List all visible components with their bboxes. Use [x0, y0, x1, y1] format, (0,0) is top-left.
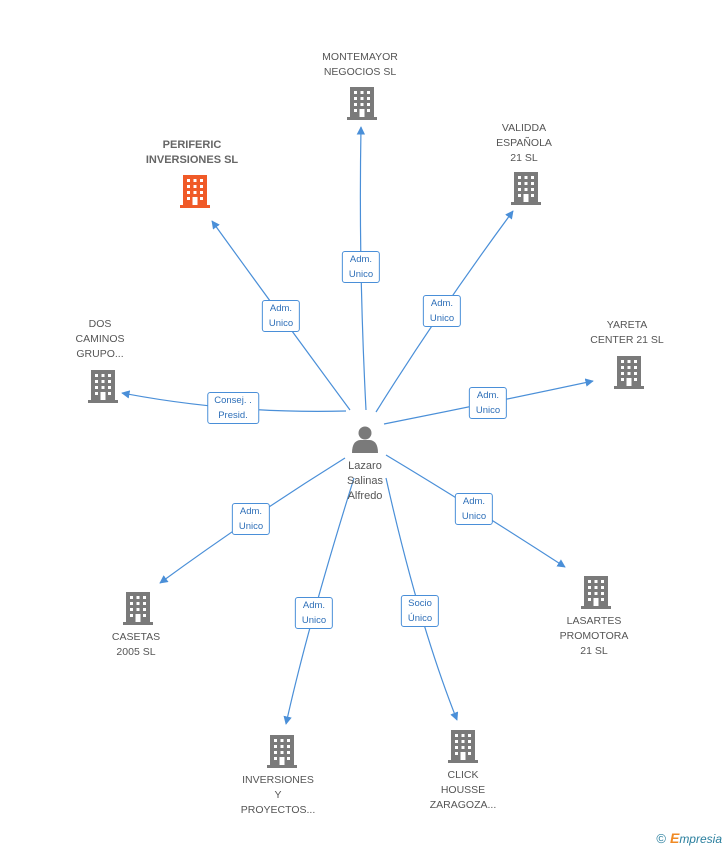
node-label-click[interactable]: CLICK HOUSSE ZARAGOZA...: [430, 768, 497, 813]
edge-label-line: Consej. .: [214, 395, 252, 406]
building-icon-dos-caminos[interactable]: [88, 370, 118, 403]
node-label-dos-caminos[interactable]: DOS CAMINOS GRUPO...: [75, 317, 124, 362]
node-label-line: YARETA: [606, 319, 648, 331]
node-label-inversiones[interactable]: INVERSIONES Y PROYECTOS...: [241, 773, 316, 818]
node-label-line: CASETAS: [111, 631, 161, 643]
node-label-lasartes[interactable]: LASARTES PROMOTORA 21 SL: [560, 614, 629, 659]
edge-label-validda: Adm. Unico: [422, 295, 462, 327]
edges-layer: [121, 126, 594, 725]
edge-label-line: Unico: [429, 313, 455, 324]
edge-label-line: Adm.: [239, 506, 263, 517]
node-label-line: 21 SL: [580, 645, 608, 657]
building-icon-click[interactable]: [448, 730, 478, 763]
edge-label-line: Adm.: [476, 390, 500, 401]
edge-label-line: Adm.: [430, 298, 454, 309]
edge-label-periferic: Adm. Unico: [261, 300, 301, 332]
node-label-line: CAMINOS: [75, 333, 125, 345]
node-label-line: Y: [274, 789, 282, 801]
node-label-line: LASARTES: [566, 615, 622, 627]
node-label-line: ZARAGOZA...: [429, 799, 497, 811]
node-label-montemayor[interactable]: MONTEMAYOR NEGOCIOS SL: [322, 50, 398, 80]
node-label-periferic[interactable]: PERIFERIC INVERSIONES SL: [146, 138, 238, 168]
node-label-line: MONTEMAYOR: [322, 51, 398, 63]
footer-brand[interactable]: © Empresia: [656, 830, 722, 846]
node-label-line: VALIDDA: [501, 122, 547, 134]
node-label-line: ESPAÑOLA: [496, 137, 552, 149]
center-label-line-1: Lazaro: [348, 460, 382, 472]
node-label-line: PERIFERIC: [162, 139, 222, 151]
edge-label-casetas: Adm. Unico: [231, 503, 271, 535]
edge-label-yareta: Adm. Unico: [468, 387, 508, 419]
edge-label-line: Unico: [348, 269, 374, 280]
building-icon-inversiones[interactable]: [267, 735, 297, 768]
building-icon-montemayor[interactable]: [347, 87, 377, 120]
node-label-line: INVERSIONES SL: [145, 154, 239, 166]
edge-label-line: Unico: [301, 615, 327, 626]
brand-initial: E: [669, 830, 680, 846]
icons-layer: [88, 87, 644, 768]
node-label-line: CENTER 21 SL: [590, 334, 664, 346]
building-icon-periferic[interactable]: [180, 175, 210, 208]
edge-label-lasartes: Adm. Unico: [454, 493, 494, 525]
center-label-line-3: Alfredo: [347, 490, 383, 502]
edge-label-line: Adm.: [462, 496, 486, 507]
center-label-line-2: Salinas: [346, 475, 384, 487]
node-label-line: NEGOCIOS SL: [323, 66, 397, 78]
node-label-validda[interactable]: VALIDDA ESPAÑOLA 21 SL: [496, 121, 552, 166]
node-label-line: INVERSIONES: [242, 774, 314, 786]
edge-label-montemayor: Adm. Unico: [341, 251, 381, 283]
node-label-yareta[interactable]: YARETA CENTER 21 SL: [590, 318, 664, 348]
person-icon[interactable]: [352, 426, 378, 454]
building-icon-casetas[interactable]: [123, 592, 153, 625]
edge-label-line: Unico: [475, 405, 501, 416]
edge-label-line: Unico: [461, 511, 487, 522]
node-label-line: PROYECTOS...: [240, 804, 316, 816]
node-label-line: HOUSSE: [440, 784, 486, 796]
edge-label-inversiones: Adm. Unico: [294, 597, 334, 629]
edge-label-line: Adm.: [349, 254, 373, 265]
node-label-casetas[interactable]: CASETAS 2005 SL: [112, 630, 160, 660]
building-icon-validda[interactable]: [511, 172, 541, 205]
edge-label-line: Adm.: [269, 303, 293, 314]
edge-label-line: Socio: [408, 598, 432, 609]
edge-label-line: Único: [407, 613, 433, 624]
building-icon-lasartes[interactable]: [581, 576, 611, 609]
center-person-label[interactable]: Lazaro Salinas Alfredo: [347, 459, 383, 504]
edge-label-line: Unico: [238, 521, 264, 532]
node-label-line: GRUPO...: [76, 348, 124, 360]
edge-label-line: Presid.: [218, 410, 248, 421]
node-label-line: 21 SL: [510, 152, 538, 164]
copyright-icon: ©: [656, 830, 666, 846]
building-icon-yareta[interactable]: [614, 356, 644, 389]
edge-label-line: Unico: [268, 318, 294, 329]
node-label-line: 2005 SL: [116, 646, 156, 658]
node-label-line: CLICK: [447, 769, 479, 781]
brand-name: mpresia: [679, 832, 722, 846]
edge-label-dos-caminos: Consej. . Presid.: [207, 392, 259, 424]
edge-label-line: Adm.: [302, 600, 326, 611]
node-label-line: PROMOTORA: [559, 630, 629, 642]
node-label-line: DOS: [88, 318, 112, 330]
